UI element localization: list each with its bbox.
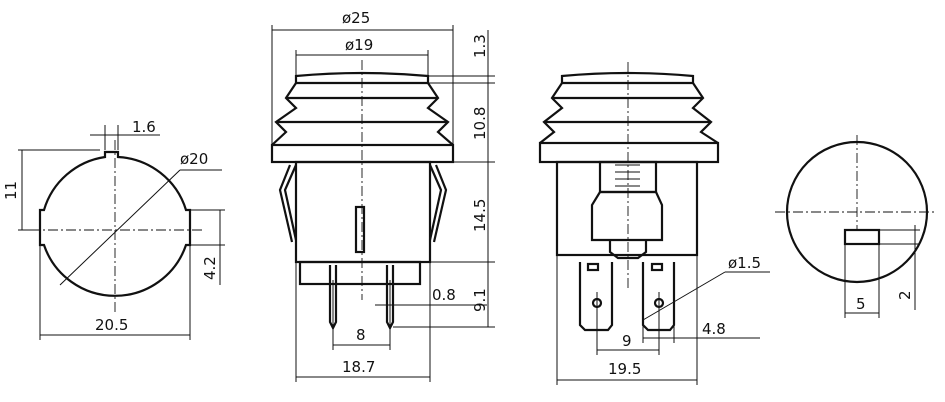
dim-notch: 1.6	[132, 118, 156, 136]
dim-terminal-t: 0.8	[432, 286, 456, 304]
dim-body-w: 19.5	[608, 360, 641, 378]
dim-tab-w: 4.8	[702, 320, 726, 338]
dim-pitch: 9	[622, 332, 632, 350]
dim-flat: 4.2	[201, 256, 219, 280]
front-view: 1.6 ø20 11 4.2 20.5	[2, 118, 225, 340]
dim-body-h: 14.5	[471, 199, 489, 232]
dim-bellow-h: 10.8	[471, 107, 489, 140]
dim-width: 20.5	[95, 316, 128, 334]
dim-diameter: ø20	[180, 150, 208, 168]
dim-pitch: 8	[356, 326, 366, 344]
dim-key-w: 5	[856, 295, 866, 313]
rear-view: ø1.5 9 4.8 19.5	[538, 62, 770, 385]
dim-terminal-h: 9.1	[471, 288, 489, 312]
dim-height: 11	[2, 181, 20, 200]
dim-cap-dia: ø19	[345, 36, 373, 54]
dim-hole: ø1.5	[728, 254, 761, 272]
dim-flange-dia: ø25	[342, 9, 370, 27]
bottom-view: 5 2	[775, 135, 935, 318]
side-view: ø25 ø19 1.3 10.8 14.5 9.1 0.8 8 18.7	[270, 9, 495, 382]
dim-body-w: 18.7	[342, 358, 375, 376]
dim-cap-h: 1.3	[471, 34, 489, 58]
dim-key-h: 2	[896, 290, 914, 300]
